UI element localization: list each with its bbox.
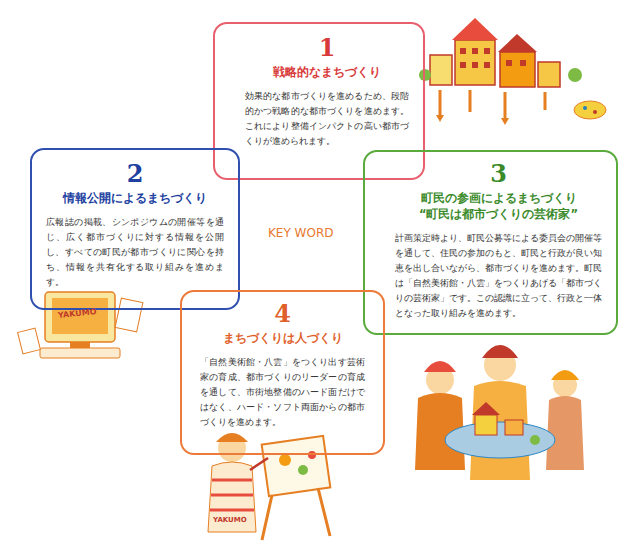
center-label: KEY WORD bbox=[268, 226, 333, 240]
keyword-heading: 情報公開によるまちづくり bbox=[46, 190, 224, 206]
keyword-body: 広報誌の掲載、シンポジウムの開催等を通じ、広く都市づくりに対する情報を公開し、す… bbox=[46, 214, 224, 289]
keyword-heading: まちづくりは人づくり bbox=[200, 330, 365, 346]
keyword-box: 3町民の参画によるまちづくり “町民は都市づくりの芸術家” 計画策定時より、町民公… bbox=[363, 150, 618, 335]
keyword-heading: 町民の参画によるまちづくり “町民は都市づくりの芸術家” bbox=[413, 190, 585, 222]
keyword-box: 2 情報公開によるまちづくり広報誌の掲載、シンポジウムの開催等を通じ、広く都市づく… bbox=[30, 148, 240, 310]
keyword-body: 効果的な都市づくりを進めるため、段階的かつ戦略的な都市づくりを進めます。これによ… bbox=[245, 88, 409, 148]
keyword-heading: 戦略的なまちづくり bbox=[245, 64, 409, 80]
callout-number: 2 bbox=[46, 160, 224, 188]
people-illustration bbox=[415, 345, 584, 480]
shirt-text: YAKUMO bbox=[213, 516, 247, 524]
keyword-box: 4 まちづくりは人づくり「自然美術館・八雲」をつくり出す芸術家の育成、都市づくりの… bbox=[180, 290, 385, 455]
keyword-box: 1 戦略的なまちづくり効果的な都市づくりを進めるため、段階的かつ戦略的な都市づくり… bbox=[213, 22, 425, 180]
computer-illustration bbox=[18, 292, 143, 358]
painter-illustration bbox=[208, 433, 330, 540]
callout-number: 1 bbox=[245, 34, 409, 62]
callout-number: 4 bbox=[200, 300, 365, 328]
callout-number: 3 bbox=[395, 160, 602, 188]
keyword-body: 計画策定時より、町民公募等による委員会の開催等を通して、住民の参加のもと、町民と… bbox=[395, 230, 602, 320]
town-illustration bbox=[419, 18, 606, 125]
keyword-body: 「自然美術館・八雲」をつくり出す芸術家の育成、都市づくりのリーダーの育成を通して… bbox=[200, 354, 365, 429]
